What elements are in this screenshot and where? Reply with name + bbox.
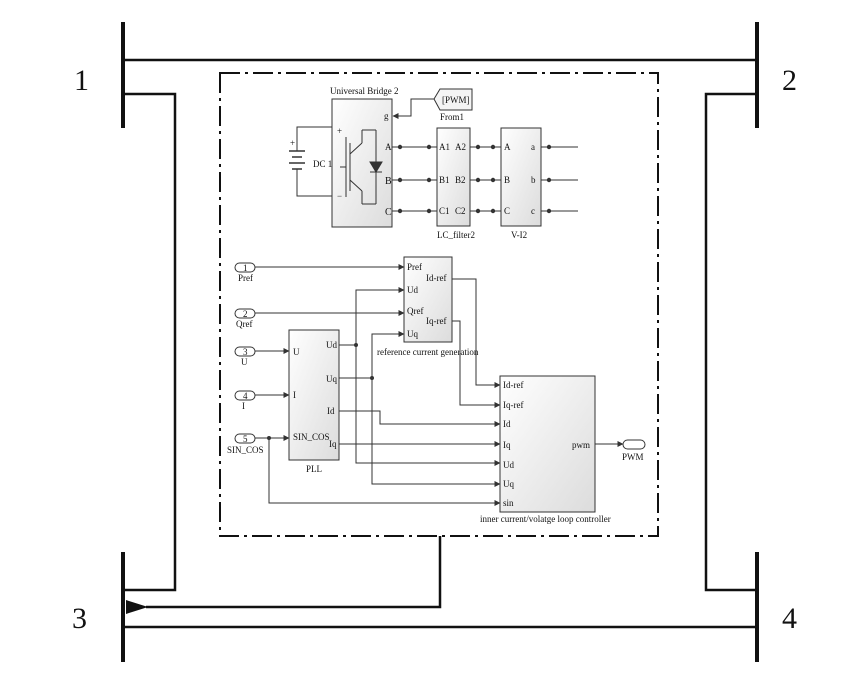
dc-label: DC 1	[313, 159, 332, 169]
lc-filter-block[interactable]	[436, 127, 471, 227]
inner-port-idref: Id-ref	[503, 380, 523, 390]
vi-measurement-block[interactable]	[500, 127, 542, 227]
inner-loop-controller-block[interactable]	[499, 375, 596, 513]
bus-label-2: 2	[782, 64, 797, 97]
reference-current-block[interactable]	[403, 256, 453, 343]
inport-qref-label: Qref	[236, 319, 253, 329]
ref-port-ud: Ud	[407, 285, 418, 295]
lc-port-b1: B1	[439, 175, 450, 185]
pll-port-iq: Iq	[329, 439, 337, 449]
inner-port-id: Id	[503, 419, 511, 429]
inverter-subsystem-boundary	[219, 72, 659, 537]
inverter-feed-arrow	[126, 536, 442, 614]
bus-label-3: 3	[72, 602, 87, 635]
bridge-port-a: A	[385, 142, 392, 152]
ref-port-pref: Pref	[407, 262, 422, 272]
pll-label: PLL	[306, 464, 322, 474]
bus-label-1: 1	[74, 64, 89, 97]
pll-port-ud: Ud	[326, 340, 337, 350]
inner-port-sin: sin	[503, 498, 514, 508]
vi-port-C: C	[504, 206, 510, 216]
lc-port-c1: C1	[439, 206, 450, 216]
signal-wires	[255, 264, 624, 506]
vi-port-A: A	[504, 142, 511, 152]
dc-plus-sign: +	[290, 138, 295, 148]
inport-u-label: U	[241, 357, 248, 367]
power-stage: Universal Bridge 2 g + − A B C	[289, 86, 578, 240]
svg-text:1: 1	[243, 263, 248, 273]
pll-port-id: Id	[327, 406, 335, 416]
inner-port-iqref: Iq-ref	[503, 400, 523, 410]
reference-current-label: reference current generation	[377, 347, 479, 357]
bridge-port-g: g	[384, 111, 389, 121]
inner-port-pwm: pwm	[572, 440, 590, 450]
line-2-4	[704, 92, 757, 592]
bridge-port-b: B	[385, 176, 392, 187]
pwm-to-gate-wire	[392, 98, 434, 119]
line-1-3	[123, 92, 177, 592]
lc-port-b2: B2	[455, 175, 466, 185]
goto-pwm-label: PWM	[622, 452, 644, 462]
svg-text:2: 2	[243, 309, 248, 319]
ref-port-idref: Id-ref	[426, 273, 446, 283]
pll-port-u: U	[293, 347, 300, 357]
inport-pref-label: Pref	[238, 273, 253, 283]
vi-port-B: B	[504, 175, 510, 185]
pll-port-sincos: SIN_COS	[293, 432, 330, 442]
inner-port-iq: Iq	[503, 440, 511, 450]
inport-u[interactable]: 3 U	[234, 346, 256, 367]
bus-label-4: 4	[782, 602, 797, 635]
bridge-port-minus: −	[337, 191, 342, 201]
vi-port-c: c	[531, 206, 535, 216]
inport-pref[interactable]: 1 Pref	[234, 262, 256, 283]
inport-sincos-label: SIN_COS	[227, 445, 264, 455]
ref-port-uq: Uq	[407, 329, 418, 339]
lc-port-a1: A1	[439, 142, 450, 152]
inport-qref[interactable]: 2 Qref	[234, 308, 256, 329]
lc-port-c2: C2	[455, 206, 466, 216]
igbt-diode-icon	[340, 129, 383, 205]
pll-port-i: I	[293, 390, 296, 400]
bridge-title: Universal Bridge 2	[330, 86, 398, 96]
svg-text:3: 3	[243, 347, 248, 357]
lc-filter-label: LC_filter2	[437, 230, 475, 240]
pll-port-uq: Uq	[326, 374, 337, 384]
inport-i-label: I	[242, 401, 245, 411]
control-stage: 1 Pref 2 Qref 3 U 4 I 5 SIN_COS Pref Ud …	[227, 256, 646, 524]
bus-network: 1 2 3 4	[72, 22, 797, 662]
inner-port-ud: Ud	[503, 460, 514, 470]
universal-bridge-block[interactable]	[331, 98, 393, 228]
bridge-port-c: C	[385, 207, 392, 218]
vi-label: V-I2	[511, 230, 527, 240]
ref-port-qref: Qref	[407, 306, 424, 316]
from-label: From1	[440, 112, 464, 122]
from-pwm-tag: [PWM]	[442, 95, 470, 105]
inner-loop-label: inner current/volatge loop controller	[480, 514, 611, 524]
vi-port-b: b	[531, 175, 536, 185]
goto-pwm-block[interactable]	[622, 439, 646, 450]
inport-sincos[interactable]: 5 SIN_COS	[227, 433, 264, 455]
vi-port-a: a	[531, 142, 535, 152]
pll-block[interactable]	[288, 329, 340, 461]
lc-port-a2: A2	[455, 142, 466, 152]
connection-dots	[397, 144, 552, 214]
svg-text:5: 5	[243, 434, 248, 444]
inner-port-uq: Uq	[503, 479, 514, 489]
branch-dots	[267, 343, 374, 440]
svg-text:4: 4	[243, 391, 248, 401]
inport-i[interactable]: 4 I	[234, 390, 256, 411]
from-pwm-block[interactable]	[433, 88, 473, 111]
dc-source[interactable]	[289, 126, 332, 197]
ref-port-iqref: Iq-ref	[426, 316, 446, 326]
bridge-port-plus: +	[337, 126, 342, 136]
